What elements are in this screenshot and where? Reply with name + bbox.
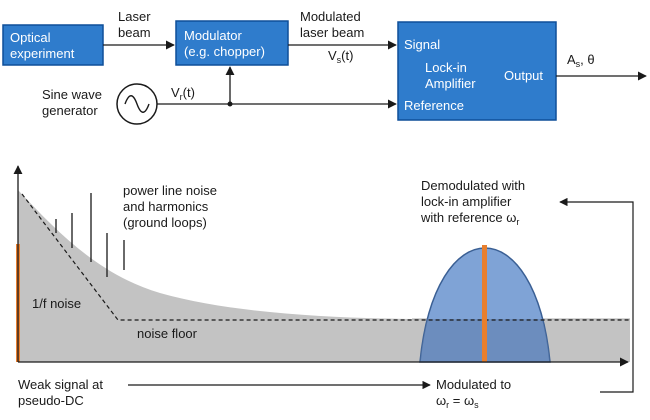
optical-label-2: experiment [10, 46, 75, 61]
laser-label-2: beam [118, 25, 151, 40]
feedback-arrow [559, 197, 634, 393]
optical-label-1: Optical [10, 30, 51, 45]
one-over-f-dashed-line [21, 193, 630, 321]
power-line-label-1: power line noise [123, 183, 217, 198]
one-over-f-label: 1/f noise [32, 296, 81, 311]
optical-experiment-block: Optical experiment [2, 24, 104, 66]
vs-label: Vs(t) [328, 48, 353, 65]
weak-signal-label-1: Weak signal at [18, 377, 103, 392]
modulator-block: Modulator (e.g. chopper) [175, 20, 289, 66]
omega-equation: ωr = ωs [436, 393, 479, 410]
weak-signal-label-2: pseudo-DC [18, 393, 84, 408]
vr-label: Vr(t) [171, 85, 195, 102]
power-line-spikes [55, 193, 125, 277]
power-line-label-2: and harmonics [123, 199, 209, 214]
sine-gen-label-2: generator [42, 103, 98, 118]
demod-label-1: Demodulated with [421, 178, 525, 193]
noise-floor-label: noise floor [137, 326, 198, 341]
output-value-label: As, θ [567, 52, 595, 69]
sine-wave-generator [116, 83, 158, 125]
modulator-label-2: (e.g. chopper) [184, 44, 265, 59]
lockin-signal-label: Signal [404, 37, 440, 52]
modulated-to-label: Modulated to [436, 377, 511, 392]
demod-label-3: with reference ωr [420, 210, 519, 227]
demod-label-2: lock-in amplifier [421, 194, 512, 209]
sine-gen-label-1: Sine wave [42, 87, 102, 102]
junction-dot [227, 101, 233, 107]
power-line-label-3: (ground loops) [123, 215, 207, 230]
lockin-output-label: Output [504, 68, 543, 83]
modulated-label-1: Modulated [300, 9, 361, 24]
lockin-reference-label: Reference [404, 98, 464, 113]
lock-in-amplifier-block: Signal Lock-in Amplifier Output Referenc… [397, 21, 557, 121]
modulated-label-2: laser beam [300, 25, 364, 40]
modulated-signal-bar [482, 245, 487, 362]
lockin-title-2: Amplifier [425, 76, 476, 91]
laser-label-1: Laser [118, 9, 151, 24]
lockin-title-1: Lock-in [425, 60, 467, 75]
modulator-label-1: Modulator [184, 28, 242, 43]
sine-wave-icon [124, 95, 150, 113]
